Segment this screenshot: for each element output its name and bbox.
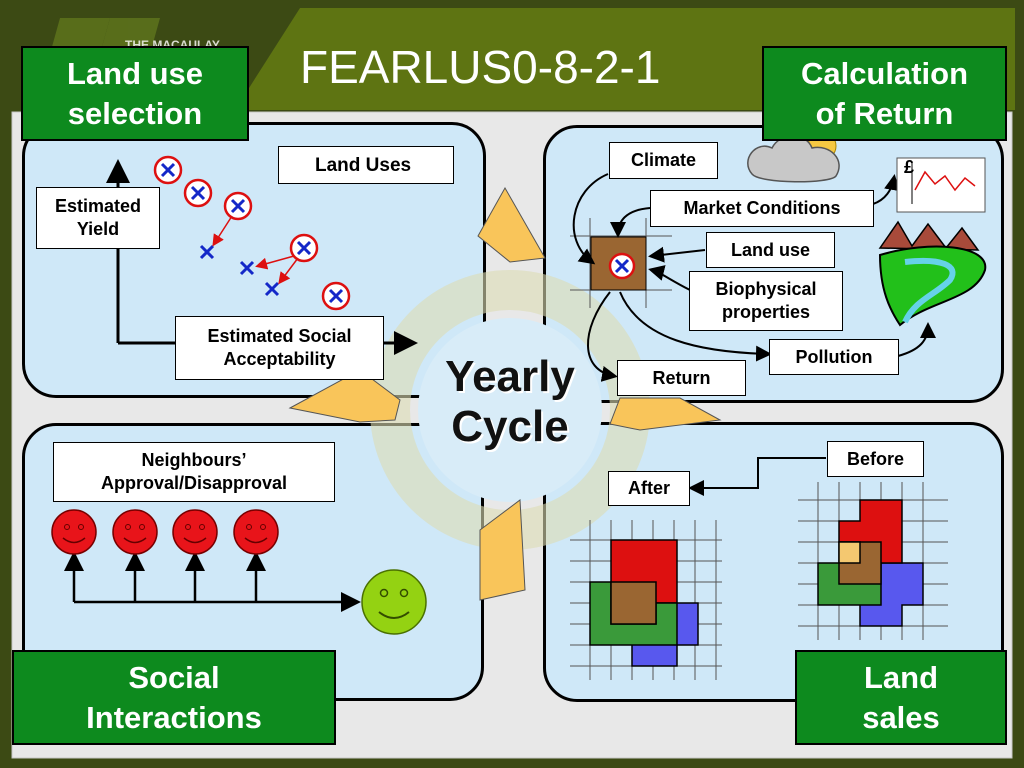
cycle-arrow-top-icon [477,186,546,263]
land-sales-label: Land sales [795,650,1007,745]
return-arrow-icon [587,291,618,382]
landuse-arrow-icon [648,246,706,263]
pound-sign: £ [903,156,914,177]
land-use-selection-label: Land use selection [21,46,249,141]
pollution-arrow-icon [619,291,772,362]
neighbour-face-icon [51,509,279,555]
market-graph-arrow-icon [872,174,900,205]
cycle-center [418,318,602,502]
yearly-cycle-label: Yearly Cycle [445,352,575,451]
before-box: Before [827,441,924,477]
page-title: FEARLUS0-8-2-1 [300,41,661,93]
parcel-cross-icon [614,258,630,274]
estimated-yield-box: Estimated Yield [36,187,160,249]
sale-arrow-icon [688,457,826,496]
return-box: Return [617,360,746,396]
climate-arrow-icon [572,173,609,265]
cycle-arrow-right-icon [609,397,722,431]
pollution-box: Pollution [769,339,899,375]
agent-face-icon [361,569,427,635]
biophysical-arrow-icon [648,265,691,291]
estimated-social-acceptability-box: Estimated Social Acceptability [175,316,384,380]
landscape-river-icon [878,220,987,327]
before-parcels [817,499,924,627]
market-conditions-box: Market Conditions [650,190,874,227]
transition-arrows-icon [212,215,299,285]
pollution-effect-arrow-icon [897,322,936,357]
after-parcels [589,539,699,667]
climate-box: Climate [609,142,718,179]
neighbours-approval-box: Neighbours’ Approval/Disapproval [53,442,335,502]
market-arrow-icon [610,207,651,238]
cycle-arrow-bottom-icon [479,499,526,601]
land-uses-legend: Land Uses [278,146,454,184]
calculation-of-return-label: Calculation of Return [762,46,1007,141]
after-box: After [608,471,690,506]
market-graph-icon [896,157,986,213]
social-interactions-label: Social Interactions [12,650,336,745]
biophysical-properties-box: Biophysical properties [689,271,843,331]
land-use-box: Land use [706,232,835,268]
